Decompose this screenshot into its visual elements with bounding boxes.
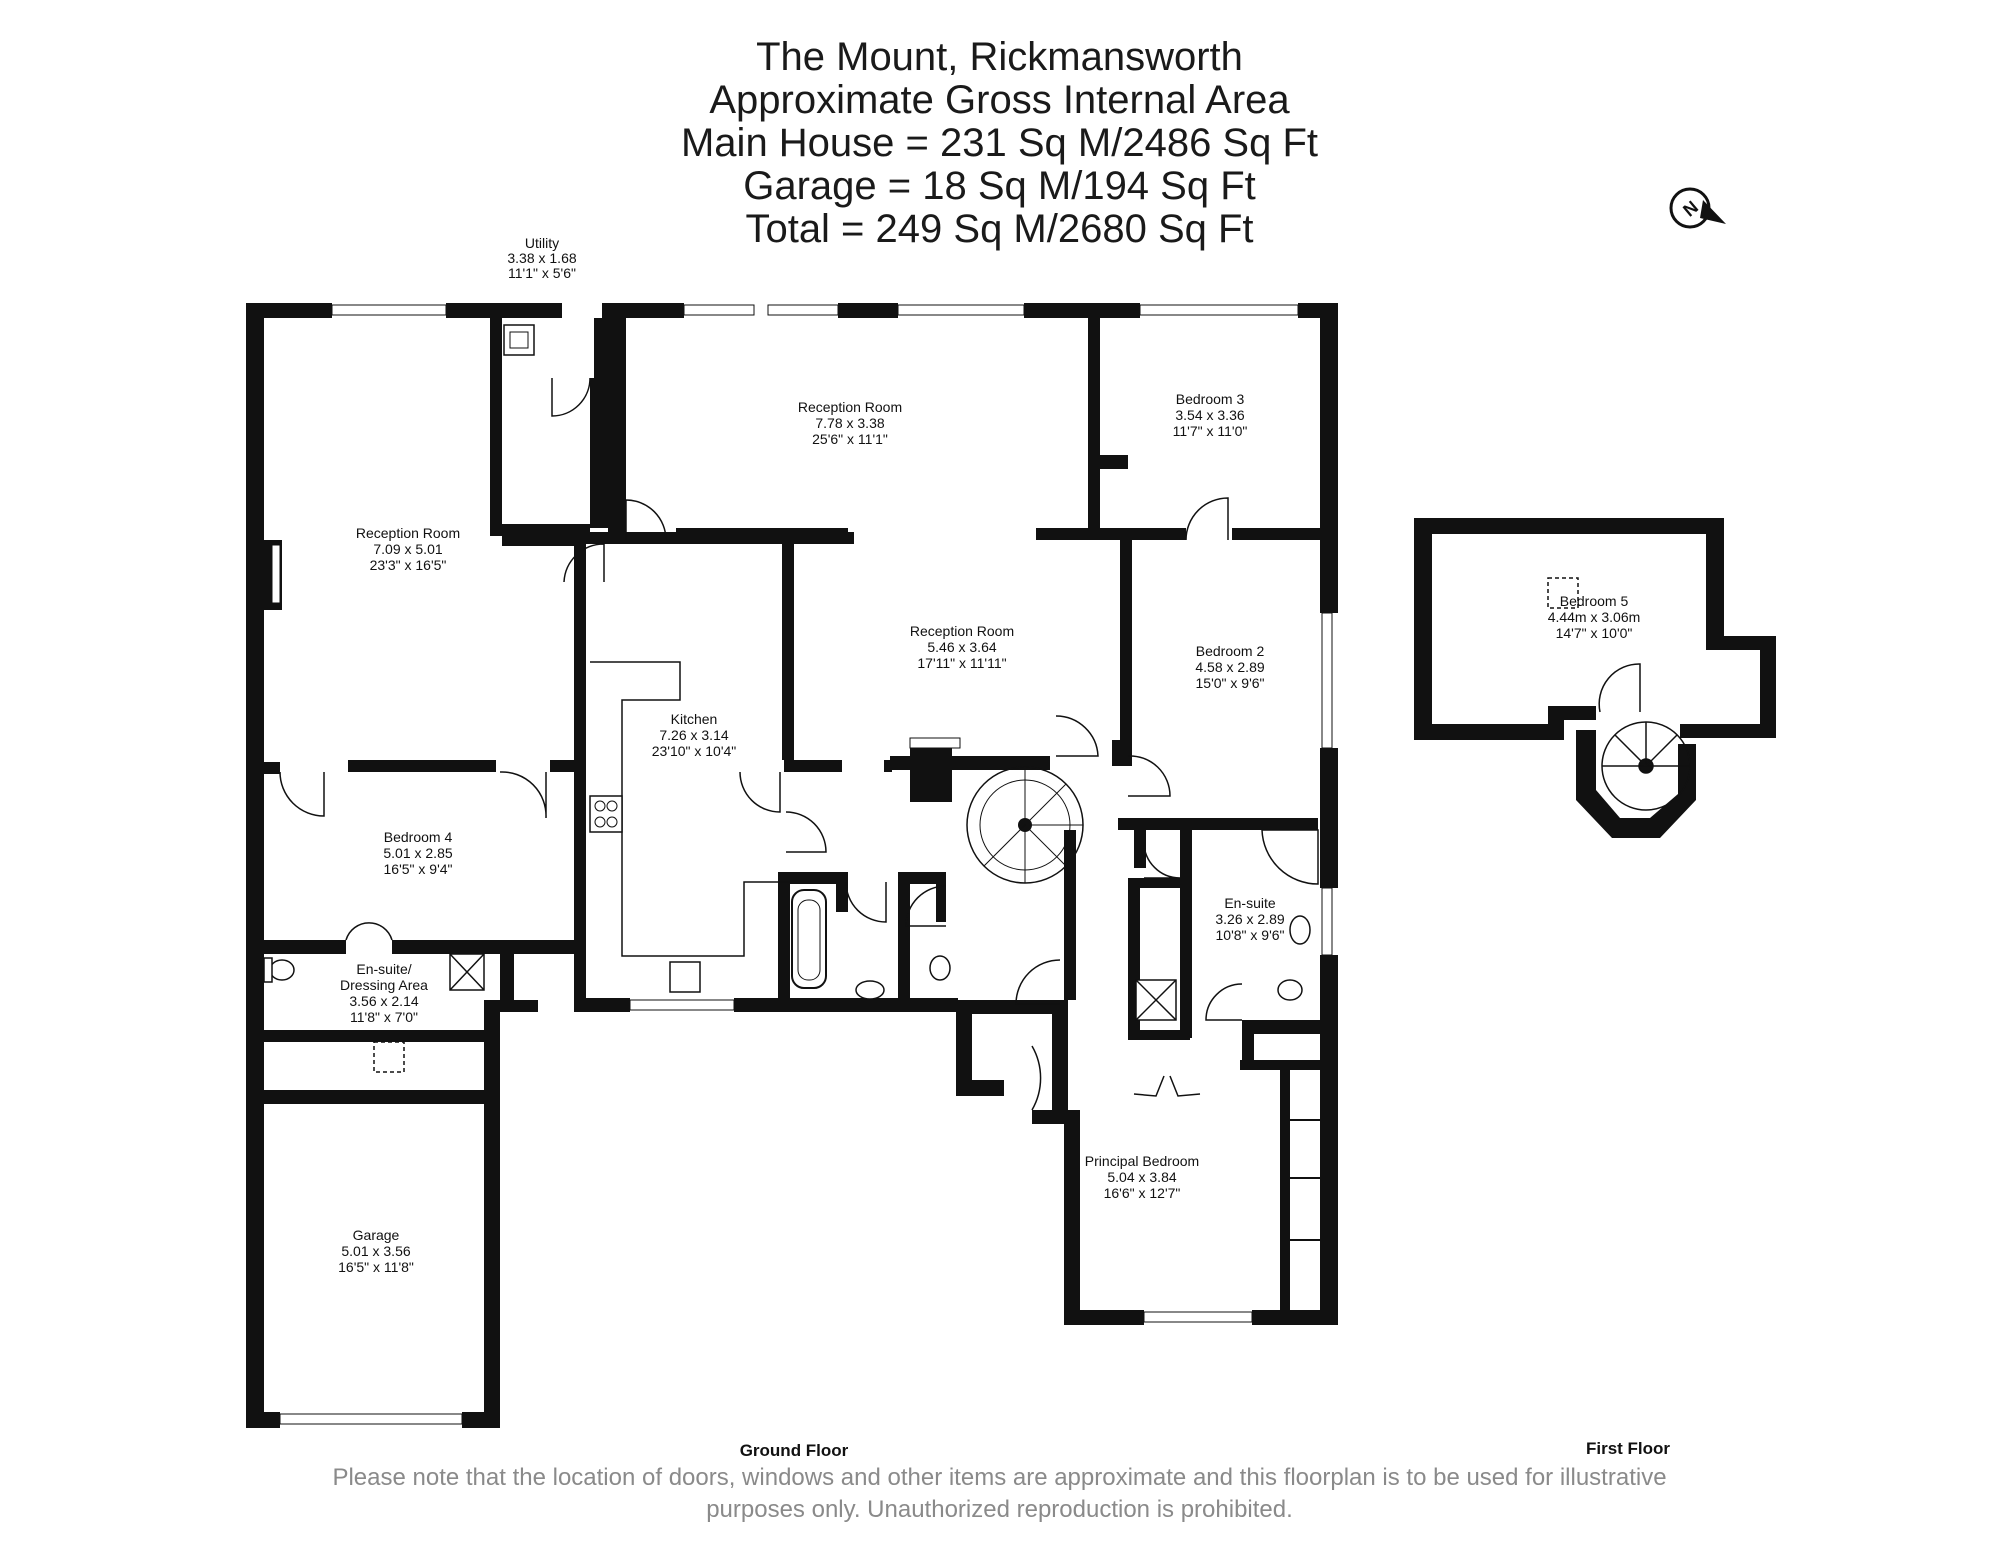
svg-text:En-suite/: En-suite/: [356, 961, 411, 977]
svg-text:4.58 x 2.89: 4.58 x 2.89: [1195, 659, 1264, 675]
svg-text:14'7" x 10'0": 14'7" x 10'0": [1556, 625, 1633, 641]
svg-text:25'6" x 11'1": 25'6" x 11'1": [812, 431, 888, 447]
svg-text:23'10" x 10'4": 23'10" x 10'4": [652, 743, 737, 759]
property-title: The Mount, Rickmansworth: [756, 35, 1243, 79]
room-label-bedroom-3: Bedroom 3 3.54 x 3.36 11'7" x 11'0": [1173, 391, 1248, 439]
sanitary-fixtures: [263, 829, 1319, 1073]
room-label-principal-bedroom: Principal Bedroom 5.04 x 3.84 16'6" x 12…: [1085, 1153, 1199, 1201]
svg-text:16'6" x 12'7": 16'6" x 12'7": [1104, 1185, 1181, 1201]
toilet-icon: [1277, 979, 1303, 1001]
svg-text:Kitchen: Kitchen: [671, 711, 718, 727]
room-label-reception-room-2: Reception Room 7.09 x 5.01 23'3" x 16'5": [356, 525, 460, 573]
svg-text:En-suite: En-suite: [1224, 895, 1276, 911]
room-label-bedroom-2: Bedroom 2 4.58 x 2.89 15'0" x 9'6": [1195, 643, 1264, 691]
ground-floor-label: Ground Floor: [740, 1441, 849, 1460]
svg-text:Bedroom 3: Bedroom 3: [1176, 391, 1245, 407]
hob-icon: [589, 795, 623, 833]
svg-text:Principal Bedroom: Principal Bedroom: [1085, 1153, 1199, 1169]
room-label-bedroom-5: Bedroom 5 4.44m x 3.06m 14'7" x 10'0": [1548, 593, 1641, 641]
svg-text:Bedroom 5: Bedroom 5: [1560, 593, 1629, 609]
svg-text:5.04 x 3.84: 5.04 x 3.84: [1107, 1169, 1176, 1185]
svg-text:3.38 x 1.68: 3.38 x 1.68: [507, 250, 576, 266]
svg-text:11'1" x 5'6": 11'1" x 5'6": [508, 265, 576, 281]
svg-text:15'0" x 9'6": 15'0" x 9'6": [1196, 675, 1265, 691]
total-area: Total = 249 Sq M/2680 Sq Ft: [745, 207, 1254, 251]
svg-text:Bedroom 4: Bedroom 4: [384, 829, 453, 845]
skylight-icon: [373, 1041, 405, 1073]
svg-text:3.54 x 3.36: 3.54 x 3.36: [1175, 407, 1244, 423]
svg-text:Bedroom 2: Bedroom 2: [1196, 643, 1265, 659]
garage-area: Garage = 18 Sq M/194 Sq Ft: [743, 164, 1256, 208]
svg-text:16'5" x 11'8": 16'5" x 11'8": [338, 1259, 414, 1275]
first-floor-spiral-stairs-icon: [1547, 577, 1691, 811]
svg-text:5.01 x 3.56: 5.01 x 3.56: [341, 1243, 410, 1259]
kitchen-counter: [589, 661, 790, 993]
room-label-reception-room-3: Reception Room 5.46 x 3.64 17'11" x 11'1…: [910, 623, 1014, 671]
disclaimer-line-2: purposes only. Unauthorized reproduction…: [706, 1496, 1293, 1523]
room-label-bedroom-4: Bedroom 4 5.01 x 2.85 16'5" x 9'4": [383, 829, 452, 877]
compass-letter: N: [1679, 197, 1702, 221]
room-label-ensuite: En-suite 3.26 x 2.89 10'8" x 9'6": [1215, 895, 1284, 943]
svg-text:Reception Room: Reception Room: [910, 623, 1014, 639]
corner-bath-icon: [1261, 829, 1319, 885]
svg-text:17'11" x 11'11": 17'11" x 11'11": [917, 655, 1006, 671]
main-house-area: Main House = 231 Sq M/2486 Sq Ft: [680, 121, 1319, 165]
area-subtitle: Approximate Gross Internal Area: [709, 78, 1290, 122]
plan-header: The Mount, Rickmansworth Approximate Gro…: [0, 36, 1999, 251]
svg-text:Dressing Area: Dressing Area: [340, 977, 428, 993]
room-label-ensuite-dressing: En-suite/ Dressing Area 3.56 x 2.14 11'8…: [340, 961, 428, 1025]
svg-text:3.56 x 2.14: 3.56 x 2.14: [349, 993, 418, 1009]
svg-text:5.46 x 3.64: 5.46 x 3.64: [927, 639, 996, 655]
svg-text:4.44m x 3.06m: 4.44m x 3.06m: [1548, 609, 1641, 625]
room-label-kitchen: Kitchen 7.26 x 3.14 23'10" x 10'4": [652, 711, 737, 759]
svg-text:7.26 x 3.14: 7.26 x 3.14: [659, 727, 728, 743]
svg-text:10'8" x 9'6": 10'8" x 9'6": [1216, 927, 1285, 943]
ground-floor-walls: [246, 303, 1338, 1428]
spiral-staircase-icon: [966, 766, 1084, 884]
room-label-garage: Garage 5.01 x 3.56 16'5" x 11'8": [338, 1227, 414, 1275]
svg-text:7.09 x 5.01: 7.09 x 5.01: [373, 541, 442, 557]
svg-text:16'5" x 9'4": 16'5" x 9'4": [384, 861, 453, 877]
svg-text:Garage: Garage: [353, 1227, 400, 1243]
svg-text:11'8" x 7'0": 11'8" x 7'0": [350, 1009, 418, 1025]
svg-text:5.01 x 2.85: 5.01 x 2.85: [383, 845, 452, 861]
svg-text:23'3" x 16'5": 23'3" x 16'5": [370, 557, 447, 573]
sink-icon: [669, 961, 701, 993]
svg-text:3.26 x 2.89: 3.26 x 2.89: [1215, 911, 1284, 927]
toilet-icon: [269, 959, 295, 981]
basin-icon: [855, 980, 885, 1000]
disclaimer: Please note that the location of doors, …: [0, 1462, 1999, 1526]
svg-text:Reception Room: Reception Room: [798, 399, 902, 415]
first-floor-label: First Floor: [1586, 1439, 1670, 1458]
room-label-utility: Utility 3.38 x 1.68 11'1" x 5'6": [507, 235, 576, 281]
first-floor-walls: [1414, 518, 1776, 838]
disclaimer-line-1: Please note that the location of doors, …: [332, 1464, 1667, 1491]
room-label-reception-room-1: Reception Room 7.78 x 3.38 25'6" x 11'1": [798, 399, 902, 447]
svg-text:Utility: Utility: [525, 235, 559, 251]
basin-icon: [1289, 915, 1311, 945]
door-swings: [279, 377, 1243, 1111]
svg-text:Reception Room: Reception Room: [356, 525, 460, 541]
svg-text:7.78 x 3.38: 7.78 x 3.38: [815, 415, 884, 431]
svg-text:11'7" x 11'0": 11'7" x 11'0": [1173, 423, 1248, 439]
toilet-icon: [929, 955, 951, 981]
north-arrow-icon: N: [1669, 187, 1726, 229]
